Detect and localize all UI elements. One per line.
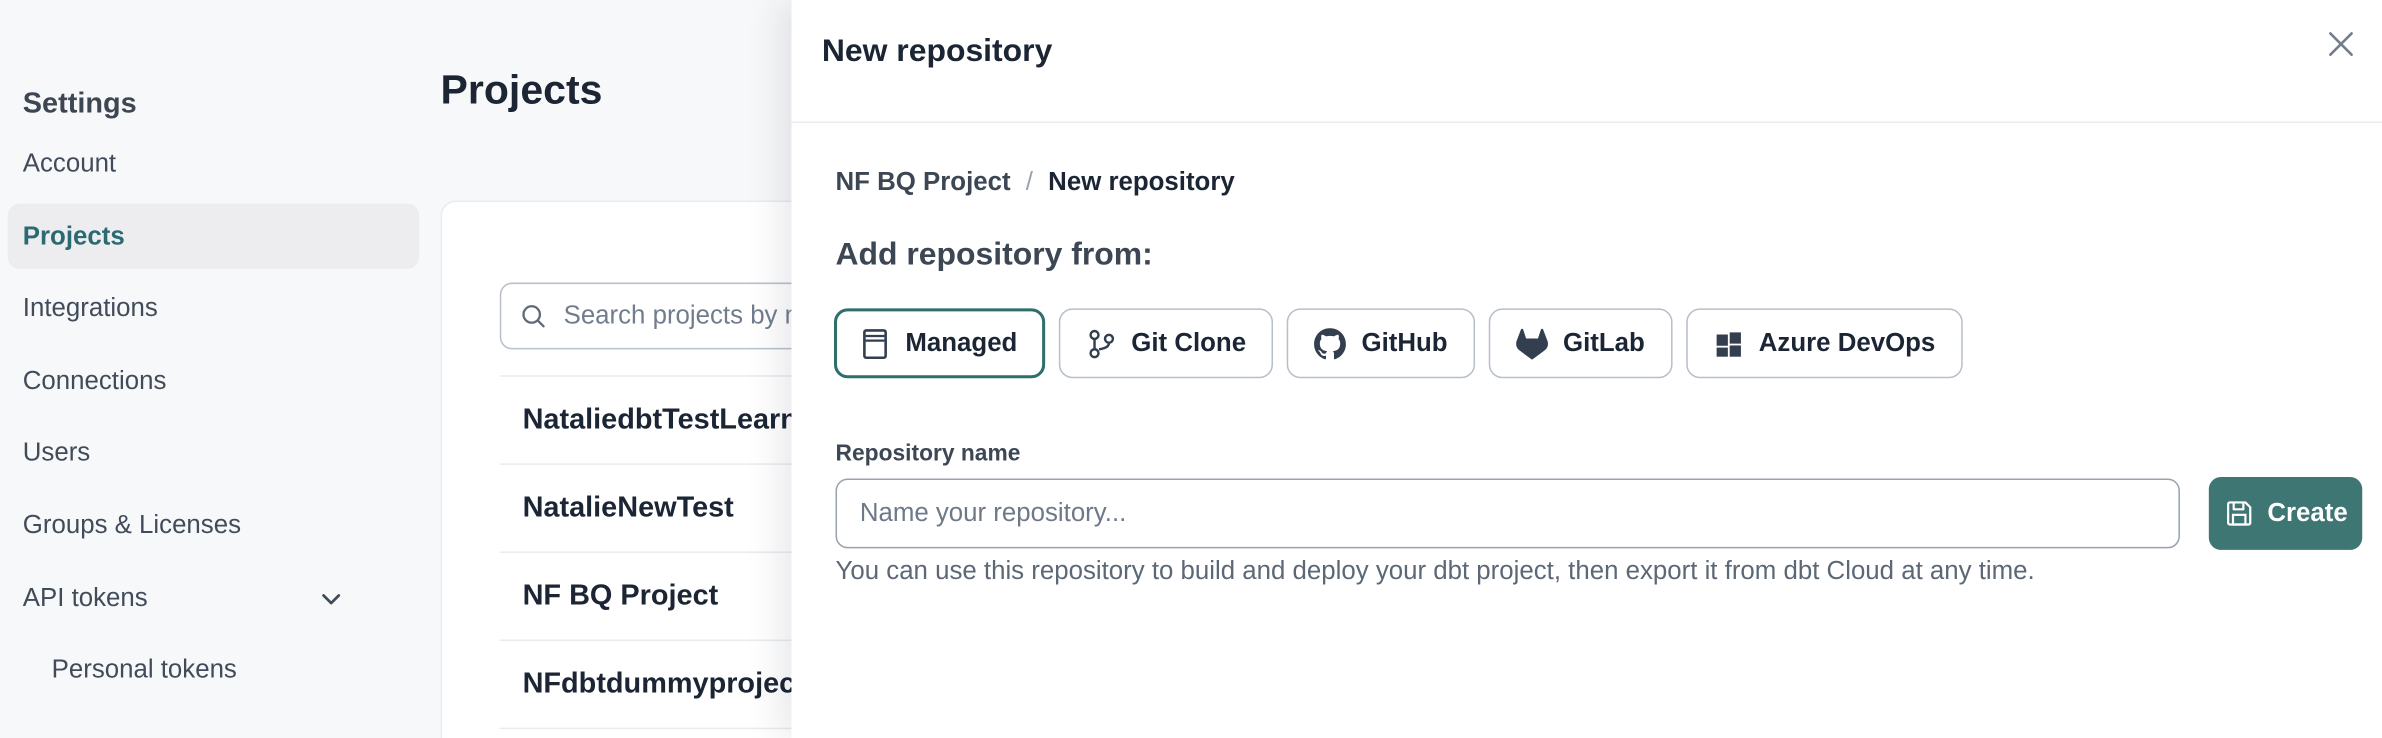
modal-header: New repository	[791, 0, 2382, 124]
save-icon	[2226, 501, 2251, 526]
gitlab-option-button[interactable]: GitLab	[1488, 308, 1673, 379]
azure-devops-icon	[1716, 331, 1741, 356]
new-repository-modal: New repository NF BQ Project / New repos…	[791, 0, 2382, 738]
source-option-label: GitHub	[1361, 328, 1448, 357]
project-name: NF BQ Project	[522, 579, 719, 612]
sidebar-item-groups-licenses[interactable]: Groups & Licenses	[8, 492, 420, 557]
sidebar-title: Settings	[22, 88, 137, 121]
managed-option-button[interactable]: Managed	[834, 308, 1045, 379]
modal-title: New repository	[821, 33, 1053, 69]
sidebar-item-label: Projects	[22, 221, 125, 250]
breadcrumb-current: New repository	[1048, 167, 1235, 196]
git-branch-icon	[1088, 329, 1114, 358]
sidebar-item-label: Account	[22, 148, 117, 177]
sidebar-item-connections[interactable]: Connections	[8, 348, 420, 413]
project-name: NataliedbtTestLearn T	[522, 403, 824, 436]
sidebar-item-label: Groups & Licenses	[22, 509, 241, 539]
breadcrumb-parent[interactable]: NF BQ Project	[835, 167, 1011, 196]
sidebar-item-api-tokens[interactable]: API tokens	[8, 565, 420, 630]
settings-sidebar: Settings Account Projects Integrations C…	[0, 0, 441, 738]
azure-devops-option-button[interactable]: Azure DevOps	[1685, 308, 1963, 379]
breadcrumb-separator: /	[1025, 167, 1033, 196]
repository-name-input[interactable]	[835, 478, 2180, 549]
managed-repo-icon	[863, 328, 887, 359]
source-option-label: Azure DevOps	[1758, 328, 1936, 357]
sidebar-item-projects[interactable]: Projects	[7, 203, 420, 269]
github-option-button[interactable]: GitHub	[1287, 308, 1475, 379]
source-option-label: GitLab	[1563, 328, 1645, 357]
page-title: Projects	[440, 66, 603, 113]
repository-source-options: Managed Git Clone GitHub	[834, 308, 1963, 379]
close-icon[interactable]	[2318, 21, 2364, 67]
search-icon	[522, 305, 545, 328]
sidebar-item-account[interactable]: Account	[8, 131, 420, 196]
chevron-down-icon	[319, 586, 343, 610]
sidebar-item-integrations[interactable]: Integrations	[8, 275, 420, 340]
sidebar-item-users[interactable]: Users	[8, 419, 420, 484]
source-option-label: Managed	[905, 328, 1018, 357]
breadcrumb: NF BQ Project / New repository	[836, 167, 1235, 197]
repository-helper-text: You can use this repository to build and…	[835, 556, 2035, 585]
sidebar-item-label: Users	[22, 436, 91, 466]
section-heading: Add repository from:	[835, 236, 1153, 272]
project-name: NFdbtdummyproject	[522, 667, 805, 700]
gitlab-icon	[1515, 327, 1548, 359]
repository-name-label: Repository name	[835, 440, 1021, 467]
sidebar-item-label: Personal tokens	[51, 653, 237, 683]
create-button[interactable]: Create	[2208, 477, 2363, 550]
git-clone-option-button[interactable]: Git Clone	[1058, 308, 1274, 379]
sidebar-item-label: Integrations	[22, 292, 158, 322]
sidebar-item-label: API tokens	[22, 582, 148, 612]
github-icon	[1314, 327, 1347, 359]
sidebar-item-label: Connections	[22, 365, 167, 395]
create-button-label: Create	[2267, 498, 2348, 528]
source-option-label: Git Clone	[1131, 328, 1247, 357]
sidebar-item-personal-tokens[interactable]: Personal tokens	[8, 637, 420, 702]
project-name: NatalieNewTest	[522, 491, 734, 524]
